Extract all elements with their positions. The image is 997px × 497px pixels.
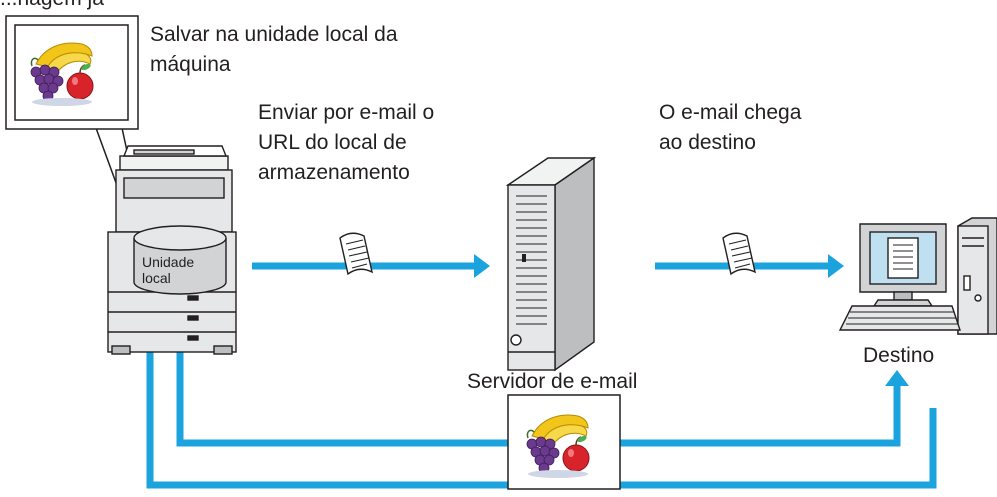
top-partial-text: ...nagem já <box>0 0 104 14</box>
callout-local-save <box>5 15 145 233</box>
server-tower-icon <box>505 156 597 372</box>
save-local-label: Salvar na unidade local da máquina <box>150 23 398 76</box>
fruit-photo-icon-bottom <box>507 394 621 490</box>
send-email-label: Enviar por e-mail o URL do local de arma… <box>258 101 435 184</box>
server-label: Servidor de e-mail <box>467 370 638 393</box>
local-drive-label: Unidade local <box>142 254 195 286</box>
local-drive-icon <box>133 225 227 295</box>
destination-label: Destino <box>863 344 935 367</box>
desktop-computer-icon <box>838 217 997 335</box>
email-arrives-label: O e-mail chega ao destino <box>659 101 802 154</box>
